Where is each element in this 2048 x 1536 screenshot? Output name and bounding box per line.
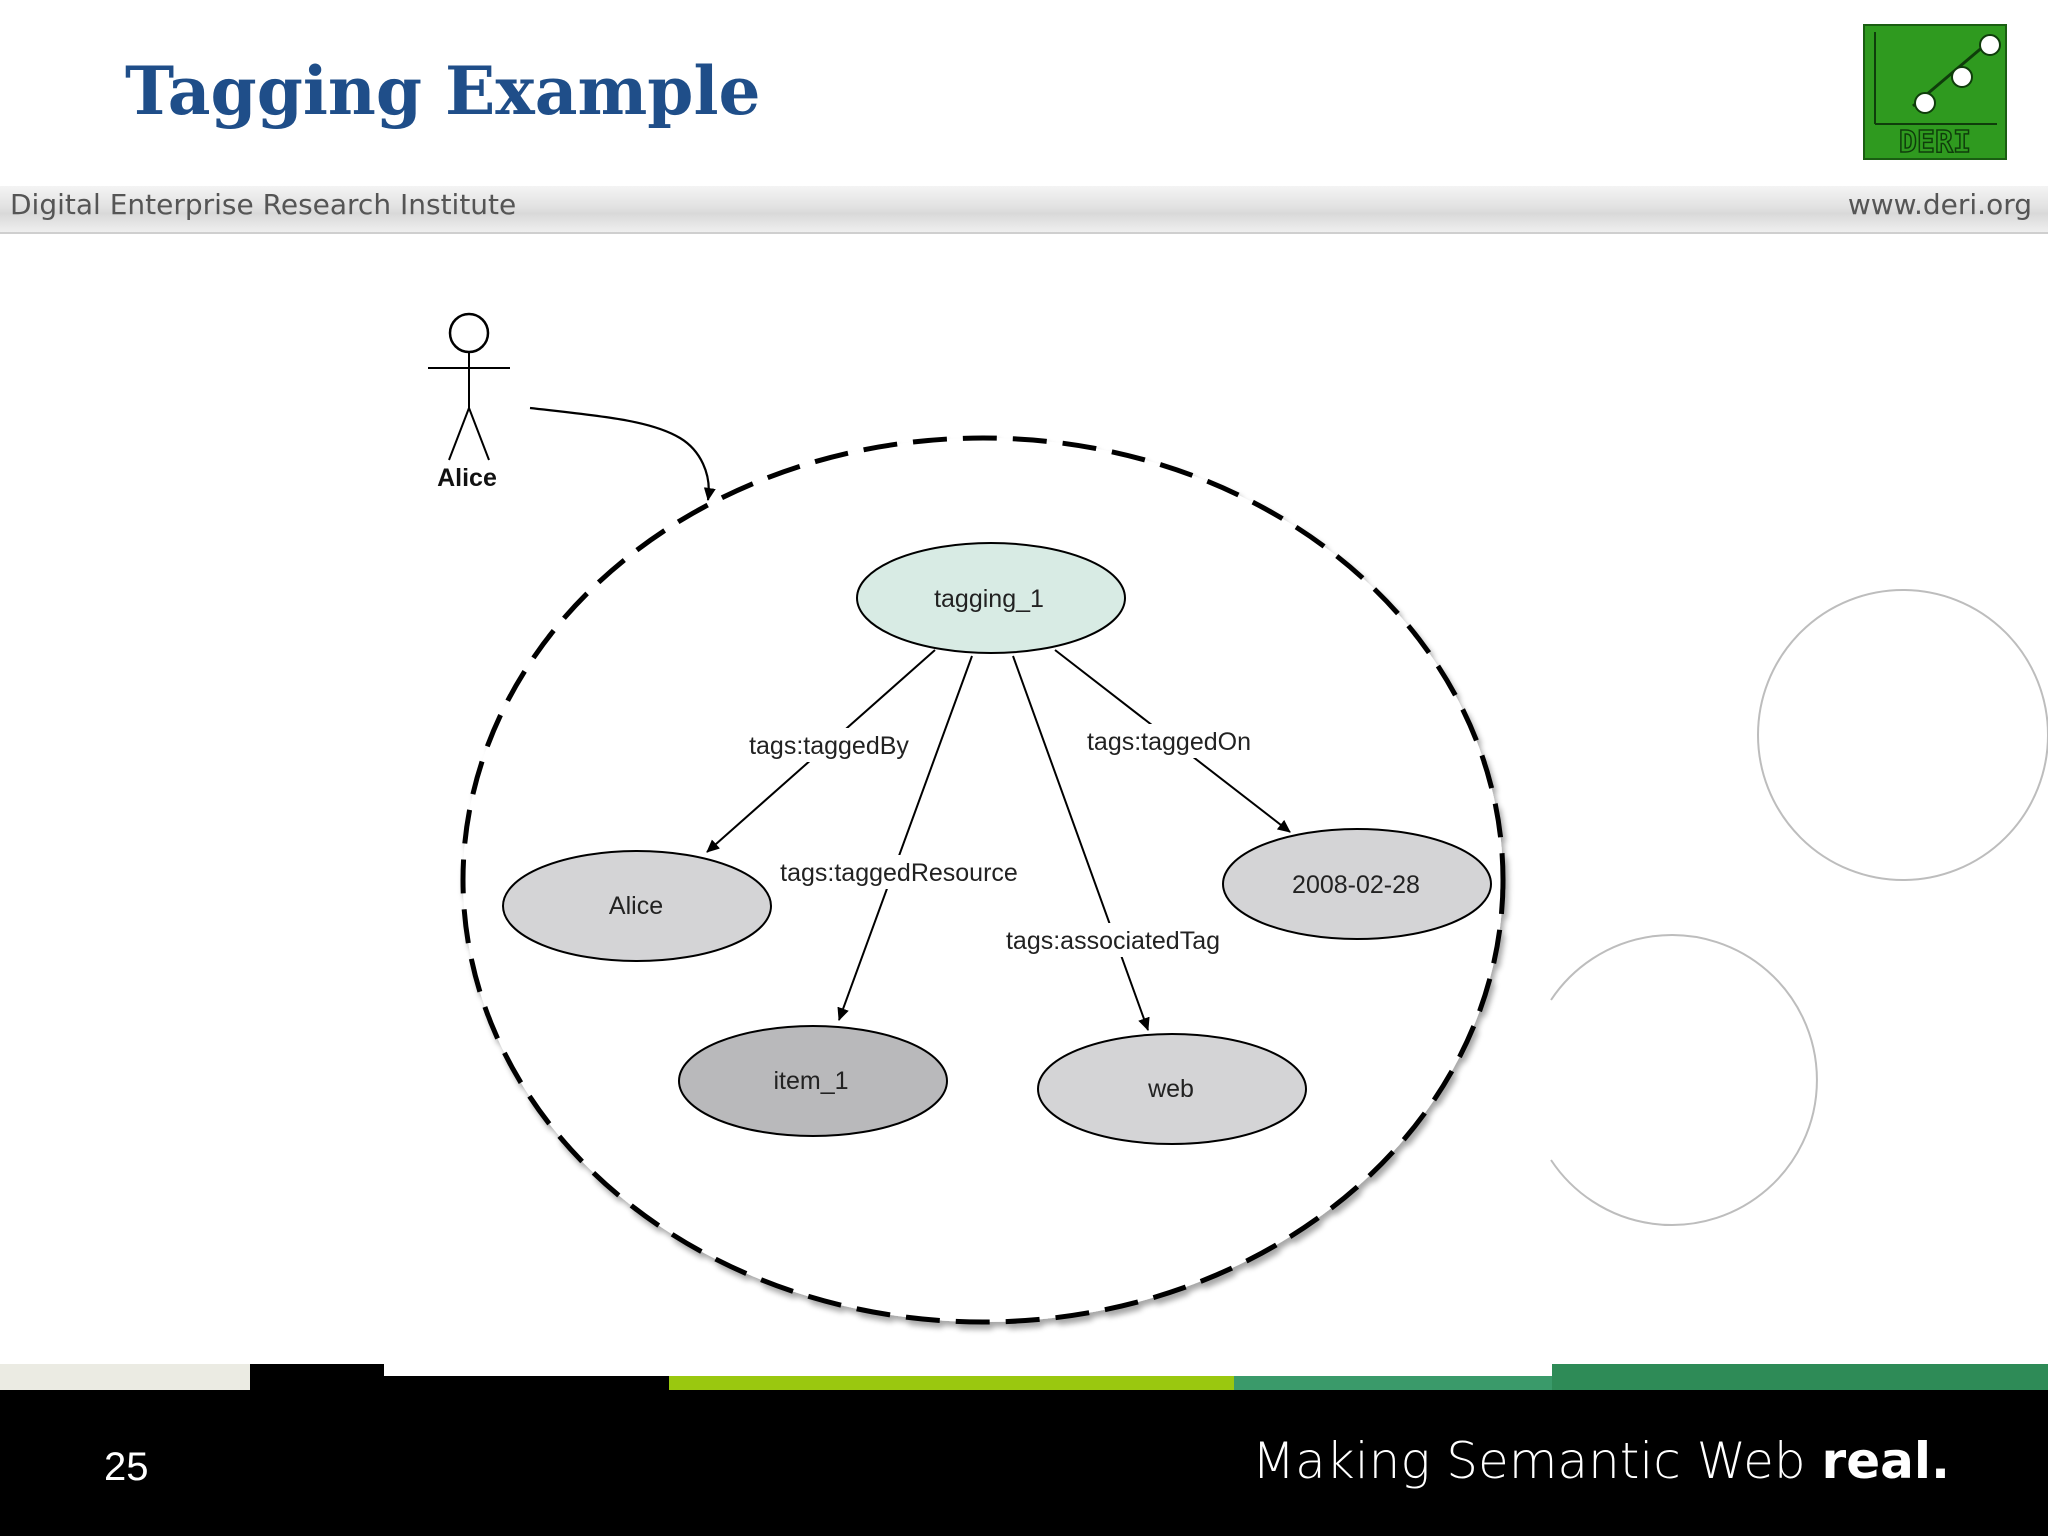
institute-name: Digital Enterprise Research Institute [10,188,517,221]
node-item [678,1025,948,1137]
node-label-alice: Alice [609,892,663,920]
footer-bar [0,1390,2048,1536]
node-tagging [856,542,1126,654]
edge-label-tagged-resource: tags:taggedResource [780,859,1018,887]
decorative-circle-upper [1757,589,2048,881]
stick-figure-icon [428,312,510,461]
footer-stripe-black-a [250,1364,384,1390]
tagline-bold: real. [1821,1432,1950,1490]
tagline: Making Semantic Web real. [1252,1432,1950,1490]
footer-stripe-black-b [384,1376,669,1390]
page-number: 25 [104,1445,149,1489]
edge-label-associated-tag: tags:associatedTag [1006,927,1220,955]
node-date [1222,828,1492,940]
slide-title: Tagging Example [125,52,761,130]
logo-text: DERI [1899,125,1971,160]
website-url: www.deri.org [1847,188,2032,221]
edge-tagged-resource [837,655,973,1021]
tagging-diagram: Alice tags:taggedBy tags:taggedOn tags:t… [428,312,2048,1325]
node-label-date: 2008-02-28 [1292,871,1420,899]
header-band [0,186,2048,234]
node-label-web: web [1147,1075,1194,1103]
edge-associated-tag [1012,655,1150,1031]
actor-label: Alice [437,464,497,492]
tagline-regular: Making Semantic Web [1252,1432,1822,1490]
edge-label-tagged-on: tags:taggedOn [1087,728,1251,756]
decorative-circle-lower [1550,934,1818,1226]
footer-stripe-green [1552,1364,2048,1390]
node-label-tagging: tagging_1 [934,585,1044,613]
actor-arrow [529,406,716,501]
footer-stripe-light [0,1364,250,1390]
node-alice [502,850,772,962]
node-web [1037,1033,1307,1145]
edge-label-tagged-by: tags:taggedBy [749,732,909,760]
footer-stripe-lime [669,1376,1234,1390]
deri-logo: DERI [1863,24,2007,161]
node-label-item: item_1 [773,1067,848,1095]
footer-stripe-teal [1234,1376,1552,1390]
